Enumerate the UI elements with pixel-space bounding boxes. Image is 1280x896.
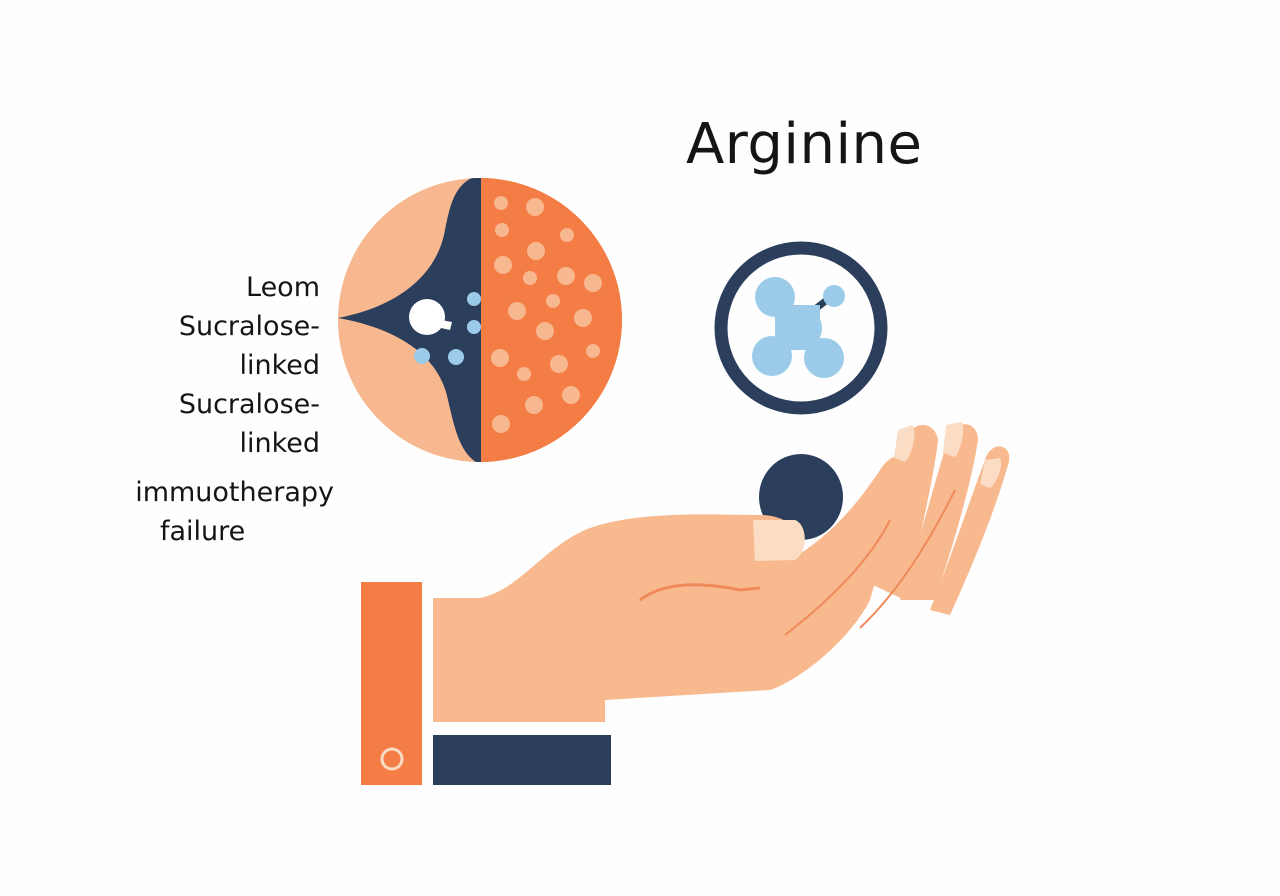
label-linked-1: linked xyxy=(239,350,320,381)
label-immunotherapy: immuotherapy xyxy=(135,477,334,508)
label-sucralose-2: Sucralose- xyxy=(178,389,320,420)
side-labels: Leom Sucralose- linked Sucralose- linked… xyxy=(135,268,334,551)
label-failure: failure xyxy=(159,516,246,547)
cell-split-circle-icon xyxy=(338,178,622,462)
label-linked-2: linked xyxy=(239,428,320,459)
title-arginine: Arginine xyxy=(686,112,923,177)
molecule-ring-icon xyxy=(714,241,888,415)
open-hand-icon xyxy=(433,422,1010,722)
label-leom: Leom xyxy=(246,272,320,303)
sleeve-cuff xyxy=(361,582,611,785)
label-sucralose-1: Sucralose- xyxy=(178,311,320,342)
